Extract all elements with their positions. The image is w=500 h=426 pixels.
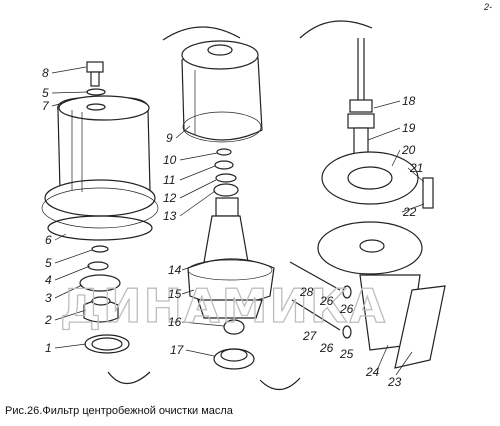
label-18: 18 <box>402 94 416 108</box>
label-8: 8 <box>42 66 49 80</box>
label-3: 3 <box>45 291 52 305</box>
label-1: 1 <box>45 341 52 355</box>
bolts-25-28 <box>289 261 352 339</box>
plate-20 <box>321 151 419 205</box>
label-27: 27 <box>302 329 318 343</box>
label-15: 15 <box>168 287 182 301</box>
left-small-parts <box>79 245 130 354</box>
label-10: 10 <box>163 153 177 167</box>
label-7: 7 <box>42 99 50 113</box>
rotation-arrows <box>107 20 373 391</box>
label-17: 17 <box>170 343 185 357</box>
label-21: 21 <box>409 161 423 175</box>
label-5-top: 5 <box>42 86 49 100</box>
housing-base <box>317 177 446 369</box>
label-22: 22 <box>402 205 417 219</box>
label-16: 16 <box>168 315 182 329</box>
label-25: 25 <box>339 347 354 361</box>
label-26-c: 26 <box>319 341 334 355</box>
label-20: 20 <box>401 143 416 157</box>
filter-cap-left <box>41 95 159 241</box>
label-26-a: 26 <box>319 294 334 308</box>
label-4: 4 <box>45 273 52 287</box>
label-11: 11 <box>163 173 175 187</box>
leader-lines <box>51 66 425 376</box>
label-19: 19 <box>402 121 416 135</box>
label-24: 24 <box>365 365 380 379</box>
parts-10-13 <box>213 148 239 197</box>
bearing-17 <box>213 348 255 370</box>
corner-mark: 2- <box>483 2 492 12</box>
label-5-bottom: 5 <box>45 256 52 270</box>
rotor-9 <box>181 40 263 143</box>
label-2: 2 <box>44 313 52 327</box>
bolt-8 <box>86 61 106 96</box>
rotor-body-14 <box>187 197 275 335</box>
label-13: 13 <box>163 209 177 223</box>
label-6: 6 <box>45 233 52 247</box>
label-12: 12 <box>163 191 177 205</box>
part-numbers: 8 5 7 6 5 4 3 2 1 9 10 11 12 13 14 15 16… <box>42 2 492 389</box>
label-28: 28 <box>299 285 314 299</box>
watermark: ДИНАМИКА <box>60 279 387 333</box>
label-23: 23 <box>387 375 402 389</box>
label-26-b: 26 <box>339 302 354 316</box>
label-9: 9 <box>166 131 173 145</box>
figure-caption: Рис.26.Фильтр центробежной очистки масла <box>5 405 233 417</box>
label-14: 14 <box>168 263 182 277</box>
